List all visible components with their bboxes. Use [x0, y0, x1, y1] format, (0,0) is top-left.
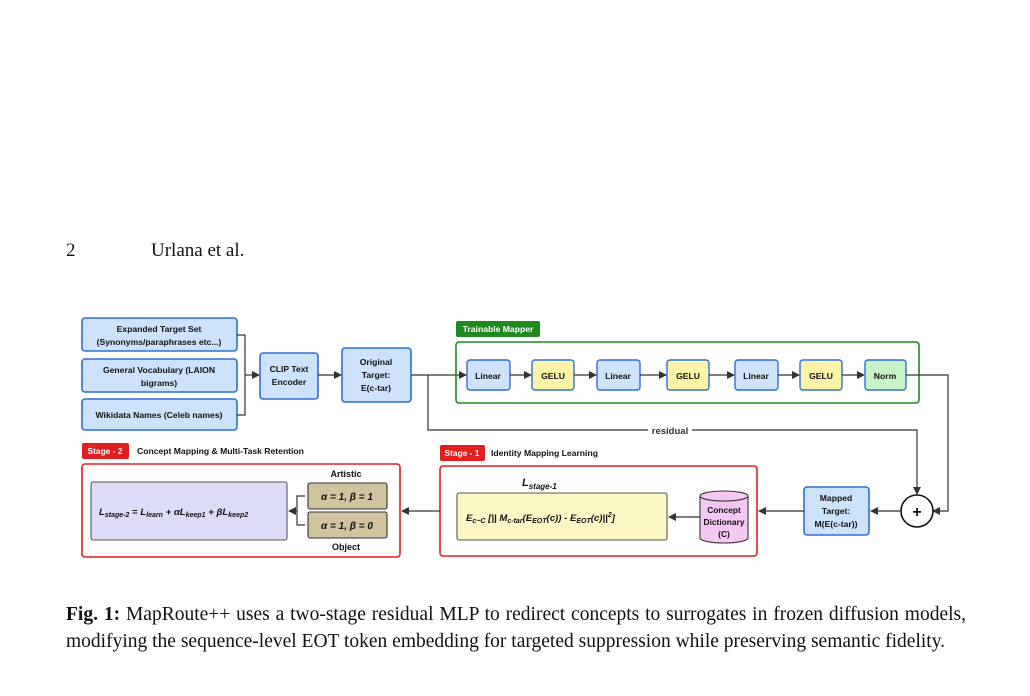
- inputs-bracket: [237, 334, 246, 416]
- stage2-section: Stage - 2 Concept Mapping & Multi-Task R…: [81, 443, 401, 558]
- caption-text: MapRoute++ uses a two-stage residual MLP…: [66, 604, 967, 652]
- stage2-badge: [82, 443, 129, 459]
- figure-caption: Fig. 1: MapRoute++ uses a two-stage resi…: [66, 601, 966, 655]
- svg-text:Mapped: Mapped: [820, 493, 852, 503]
- input-expanded-target-set: Expanded Target Set (Synonyms/paraphrase…: [81, 317, 238, 352]
- object-label: Object: [332, 542, 360, 552]
- caption-label: Fig. 1:: [66, 604, 121, 625]
- clip-text-encoder: CLIP Text Encoder: [259, 352, 319, 400]
- trainable-mapper-frame: [455, 341, 920, 404]
- running-head: Urlana et al.: [151, 240, 245, 261]
- mapped-target: Mapped Target: M(E(c-tar)): [803, 486, 870, 536]
- plus-symbol: +: [912, 504, 921, 521]
- mapper-layer-4: GELU: [666, 359, 710, 391]
- input-1-line1: Expanded Target Set: [117, 324, 202, 334]
- svg-text:GELU: GELU: [676, 371, 700, 381]
- original-target: Original Target: E(c-tar): [341, 347, 412, 403]
- input-wikidata-names: Wikidata Names (Celeb names): [81, 398, 238, 431]
- input-general-vocabulary: General Vocabulary (LAION bigrams): [81, 358, 238, 393]
- mapper-layer-5: Linear: [734, 359, 779, 391]
- stage1-formula-box: [456, 492, 668, 541]
- artistic-label: Artistic: [330, 469, 361, 479]
- svg-text:Dictionary: Dictionary: [704, 517, 745, 527]
- svg-text:Original: Original: [360, 357, 392, 367]
- svg-text:E(c-tar): E(c-tar): [361, 383, 391, 393]
- object-params-box: [307, 511, 388, 539]
- svg-text:α = 1, β = 1: α = 1, β = 1: [321, 492, 373, 503]
- stage2-title: Concept Mapping & Multi-Task Retention: [137, 446, 304, 456]
- svg-text:Stage - 2: Stage - 2: [88, 446, 123, 456]
- stage1-formula: Ec~C [|| Mc-tar(EEOT(c)) - EEOT(c)||2]: [466, 512, 616, 525]
- svg-text:α = 1, β = 0: α = 1, β = 0: [321, 521, 373, 532]
- input-2-line1: General Vocabulary (LAION: [103, 365, 215, 375]
- page-number: 2: [66, 240, 76, 261]
- mapper-layer-3: Linear: [596, 359, 641, 391]
- svg-text:Linear: Linear: [605, 371, 631, 381]
- svg-text:M(E(c-tar)): M(E(c-tar)): [815, 519, 858, 529]
- trainable-mapper-badge: [456, 321, 540, 337]
- svg-text:Encoder: Encoder: [272, 377, 307, 387]
- svg-text:(C): (C): [718, 529, 730, 539]
- svg-text:GELU: GELU: [541, 371, 565, 381]
- svg-text:Norm: Norm: [874, 371, 897, 381]
- mapper-layer-2: GELU: [531, 359, 575, 391]
- input-1-line2: (Synonyms/paraphrases etc...): [97, 337, 222, 347]
- stage2-loss-formula: Lstage-2 = Llearn + αLkeep1 + βLkeep2: [99, 507, 248, 519]
- stage1-section: Stage - 1 Identity Mapping Learning Lsta…: [439, 445, 758, 557]
- svg-text:Linear: Linear: [475, 371, 501, 381]
- residual-label: residual: [652, 426, 688, 437]
- stage1-badge: [440, 445, 485, 461]
- svg-text:GELU: GELU: [809, 371, 833, 381]
- method-diagram: Expanded Target Set (Synonyms/paraphrase…: [81, 317, 949, 558]
- trainable-mapper-label: Trainable Mapper: [463, 324, 534, 334]
- stage2-loss-box: [90, 481, 288, 541]
- artistic-params-box: [307, 482, 388, 510]
- stage1-title: Identity Mapping Learning: [491, 448, 598, 458]
- concept-dictionary-icon: Concept Dictionary (C): [699, 490, 749, 544]
- input-2-line2: bigrams): [141, 378, 177, 388]
- mapper-layer-7: Norm: [864, 359, 907, 391]
- input-3-line1: Wikidata Names (Celeb names): [96, 410, 223, 420]
- svg-text:Stage - 1: Stage - 1: [445, 448, 480, 458]
- trainable-mapper: Trainable Mapper: [455, 321, 920, 404]
- svg-text:Concept: Concept: [707, 505, 741, 515]
- residual-add-node: +: [900, 494, 934, 528]
- svg-text:Target:: Target:: [822, 506, 851, 516]
- svg-text:CLIP Text: CLIP Text: [270, 364, 309, 374]
- mapper-layer-6: GELU: [799, 359, 843, 391]
- stage2-frame: [81, 463, 401, 558]
- arrow-norm-to-plus: [906, 374, 949, 515]
- svg-text:Target:: Target:: [362, 370, 391, 380]
- stage1-loss-label: Lstage-1: [522, 477, 557, 491]
- mapper-layer-1: Linear: [466, 359, 511, 391]
- svg-text:Linear: Linear: [743, 371, 769, 381]
- params-bracket: [296, 495, 305, 526]
